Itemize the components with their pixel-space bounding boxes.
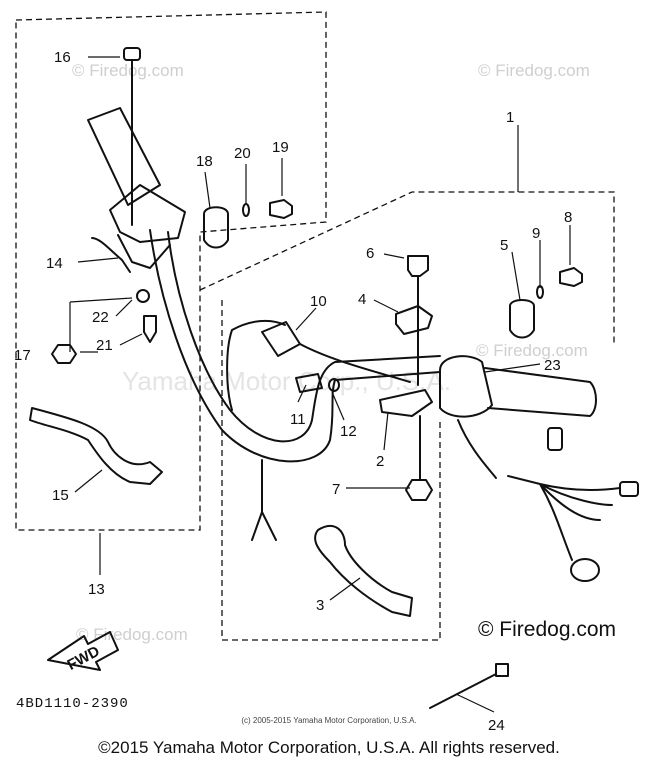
part-code: 4BD1110-2390: [16, 696, 129, 712]
callout-17: 17: [14, 347, 31, 364]
leader-6: [383, 253, 405, 259]
callout-23: 23: [544, 357, 561, 374]
callout-15: 15: [52, 487, 69, 504]
leader-23: [484, 363, 541, 373]
callout-19: 19: [272, 139, 289, 156]
callout-20: 20: [234, 145, 251, 162]
callout-5: 5: [500, 237, 508, 254]
callout-13: 13: [88, 581, 105, 598]
callout-11: 11: [290, 411, 306, 428]
group-box-1: [199, 191, 615, 346]
left-grip: [87, 107, 161, 206]
watermark-mid-right: © Firedog.com: [476, 341, 588, 360]
callout-21: 21: [96, 337, 113, 354]
screw-21: [143, 315, 157, 343]
leader-17c: [69, 297, 133, 303]
leader-24: [455, 693, 495, 713]
cable-lower: [251, 459, 277, 541]
callout-2: 2: [376, 453, 384, 470]
fwd-arrow: [47, 631, 119, 671]
callout-22: 22: [92, 309, 109, 326]
bolt-11: [295, 373, 323, 393]
bolt-8: [559, 267, 583, 287]
bolt-19: [269, 199, 293, 219]
callout-1: 1: [506, 109, 514, 126]
washer-20: [242, 203, 250, 217]
washer-22: [136, 289, 150, 303]
switch-10: [261, 321, 301, 357]
leader-21: [119, 333, 143, 346]
callout-8: 8: [564, 209, 572, 226]
watermark-center: Yamaha Motor Corp., U.S.A.: [122, 366, 451, 396]
connector-c: [570, 558, 600, 582]
bolt-16: [123, 47, 141, 61]
copyright-footer: ©2015 Yamaha Motor Corporation, U.S.A. A…: [98, 738, 560, 757]
leader-4: [373, 299, 399, 313]
callout-16: 16: [54, 49, 71, 66]
callout-9: 9: [532, 225, 540, 242]
wire-bundle: [507, 475, 621, 561]
leader-12: [331, 391, 345, 421]
callout-10: 10: [310, 293, 327, 310]
callout-3: 3: [316, 597, 324, 614]
clamp-18: [203, 206, 229, 249]
callout-6: 6: [366, 245, 374, 262]
washer-12: [328, 378, 340, 392]
watermark-bottom-left: © Firedog.com: [76, 625, 188, 644]
connector-b: [619, 481, 639, 497]
callout-4: 4: [358, 291, 366, 308]
leader-22: [115, 299, 133, 317]
leader-5: [511, 251, 521, 301]
group-box-1-lower: [221, 300, 441, 641]
washer-9: [536, 285, 544, 299]
switch-wire: [457, 419, 497, 479]
left-housing: [109, 184, 186, 243]
nut-17: [51, 344, 77, 364]
callout-7: 7: [332, 481, 340, 498]
bolt-6: [407, 255, 429, 277]
callout-12: 12: [340, 423, 357, 440]
lever-15: [29, 407, 163, 485]
leader-18: [204, 171, 211, 209]
cable-10: [299, 343, 411, 383]
connector-a: [547, 427, 563, 451]
switch-4: [395, 305, 433, 335]
watermark-top-right: © Firedog.com: [478, 61, 590, 80]
cable-14: [91, 237, 131, 273]
nut-7: [405, 479, 433, 501]
tool-24: [429, 663, 509, 709]
callout-18: 18: [196, 153, 213, 170]
handlebar: [149, 229, 441, 463]
callout-24: 24: [488, 717, 505, 734]
clamp-5: [509, 299, 535, 339]
leader-11: [297, 384, 307, 403]
leader-14: [77, 257, 119, 263]
housing-23: [439, 355, 493, 418]
leader-10: [295, 307, 317, 331]
brand-mark: © Firedog.com: [478, 618, 617, 641]
lever-3: [314, 525, 413, 617]
left-holder: [117, 234, 171, 269]
small-copyright: (c) 2005-2015 Yamaha Motor Corporation, …: [241, 716, 417, 725]
watermark-top-left: © Firedog.com: [72, 61, 184, 80]
right-grip: [484, 367, 597, 417]
leader-15: [74, 469, 103, 493]
leader-2: [383, 411, 389, 451]
callout-14: 14: [46, 255, 63, 272]
group-box-13: [15, 11, 327, 531]
bracket-2: [379, 389, 433, 417]
leader-3: [329, 577, 361, 601]
